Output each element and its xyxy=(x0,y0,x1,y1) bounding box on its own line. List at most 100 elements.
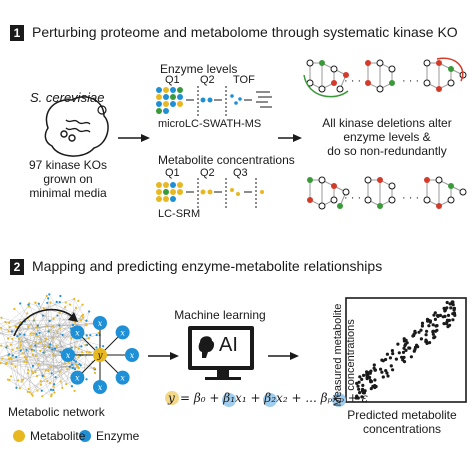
metabolite-center-label: y xyxy=(96,351,103,361)
network-node xyxy=(10,362,13,366)
network-edge xyxy=(23,351,61,380)
metabolic-network-hairball xyxy=(0,293,105,398)
computer-icon xyxy=(188,326,254,380)
scatter-point xyxy=(358,375,362,379)
ellipsis-bottom-1: · · · xyxy=(344,192,362,204)
network-node xyxy=(48,381,51,385)
scatter-point xyxy=(386,374,390,378)
network-node xyxy=(84,343,87,347)
enzyme-node xyxy=(93,380,107,394)
network-edge xyxy=(21,345,45,350)
scatter-point xyxy=(434,329,438,333)
scatter-point xyxy=(449,306,453,310)
scatter-point xyxy=(357,387,361,391)
network-node xyxy=(39,383,43,386)
network-zoom-arrow-head xyxy=(68,312,78,322)
network-node xyxy=(10,357,13,361)
network-edge xyxy=(6,354,67,363)
network-node xyxy=(18,387,21,390)
equation-label: = β₀ + β₁x₁ + β₂x₂ + ... βₚxₚ + ε xyxy=(180,391,369,405)
scatter-point xyxy=(401,358,405,362)
scatter-point xyxy=(394,357,398,361)
network-node xyxy=(88,310,91,313)
network-node xyxy=(47,297,50,300)
network-edge xyxy=(1,345,84,379)
scatter-point xyxy=(420,321,425,325)
network-node xyxy=(1,357,4,360)
scatter-point xyxy=(368,378,373,383)
network-node xyxy=(68,365,71,369)
scatter-point xyxy=(431,330,435,334)
arrow-to-ml-head xyxy=(170,352,179,360)
scatter-point xyxy=(380,370,384,374)
section2-number-badge: 2 xyxy=(10,259,24,275)
scatter-point xyxy=(451,300,455,304)
network-edge xyxy=(0,306,30,328)
network-edge xyxy=(32,325,48,355)
network-node xyxy=(50,395,53,398)
network-node xyxy=(80,345,83,348)
network-node xyxy=(48,319,51,323)
network-node xyxy=(25,348,28,351)
network-edge xyxy=(50,302,84,318)
network-node xyxy=(87,337,91,340)
scatter-point xyxy=(365,377,369,381)
network-node xyxy=(49,343,52,346)
enzyme-q2-label: Q2 xyxy=(200,74,215,86)
scatter-point xyxy=(356,384,360,388)
network-edge xyxy=(35,345,43,376)
network-node xyxy=(77,356,80,359)
enzyme-node xyxy=(70,325,85,340)
network-node xyxy=(34,370,37,374)
network-edge xyxy=(29,303,95,324)
ellipsis-bottom-2: · · · xyxy=(402,192,420,204)
enzyme-node xyxy=(70,370,85,385)
scatter-x-axis-line-2: concentrations xyxy=(362,422,442,436)
network-node xyxy=(46,301,49,304)
ellipsis-top-2: · · · xyxy=(402,75,420,87)
network-node xyxy=(89,334,92,337)
enzyme-node-label: x xyxy=(98,319,103,328)
network-node xyxy=(30,370,33,373)
network-node xyxy=(47,369,50,373)
network-edge xyxy=(21,324,87,326)
network-node xyxy=(34,340,37,344)
scissors-dna-icon xyxy=(60,119,91,142)
network-edge xyxy=(35,326,38,356)
scatter-point xyxy=(402,355,406,359)
scatter-point xyxy=(413,347,417,351)
metab-q2-label: Q2 xyxy=(200,167,215,179)
network-node xyxy=(55,344,58,347)
network-edge xyxy=(48,306,66,347)
network-node xyxy=(80,351,84,354)
network-edge xyxy=(37,315,44,326)
network-node xyxy=(13,307,16,311)
enzyme-q1-label: Q1 xyxy=(165,74,180,86)
scatter-point xyxy=(391,352,395,356)
network-edge xyxy=(17,336,34,374)
network-node xyxy=(52,336,55,339)
network-node xyxy=(58,327,61,330)
network-node xyxy=(53,347,57,350)
scatter-point xyxy=(391,368,395,372)
metab-q1-label: Q1 xyxy=(165,167,180,179)
network-edge xyxy=(29,306,60,326)
network-node xyxy=(70,346,73,349)
network-node xyxy=(8,325,11,329)
network-node xyxy=(78,363,81,366)
scatter-point xyxy=(412,332,416,336)
arrow-to-methods-head xyxy=(141,134,150,142)
scatter-point xyxy=(373,385,377,390)
scatter-point xyxy=(442,322,446,326)
network-node xyxy=(25,357,28,361)
enzyme-node xyxy=(61,348,75,362)
scatter-point xyxy=(389,364,393,368)
network-node xyxy=(37,362,40,366)
network-node xyxy=(42,351,45,354)
network-node xyxy=(11,354,14,357)
scatter-point xyxy=(362,373,366,377)
network-node xyxy=(69,303,72,306)
network-node xyxy=(56,330,59,333)
